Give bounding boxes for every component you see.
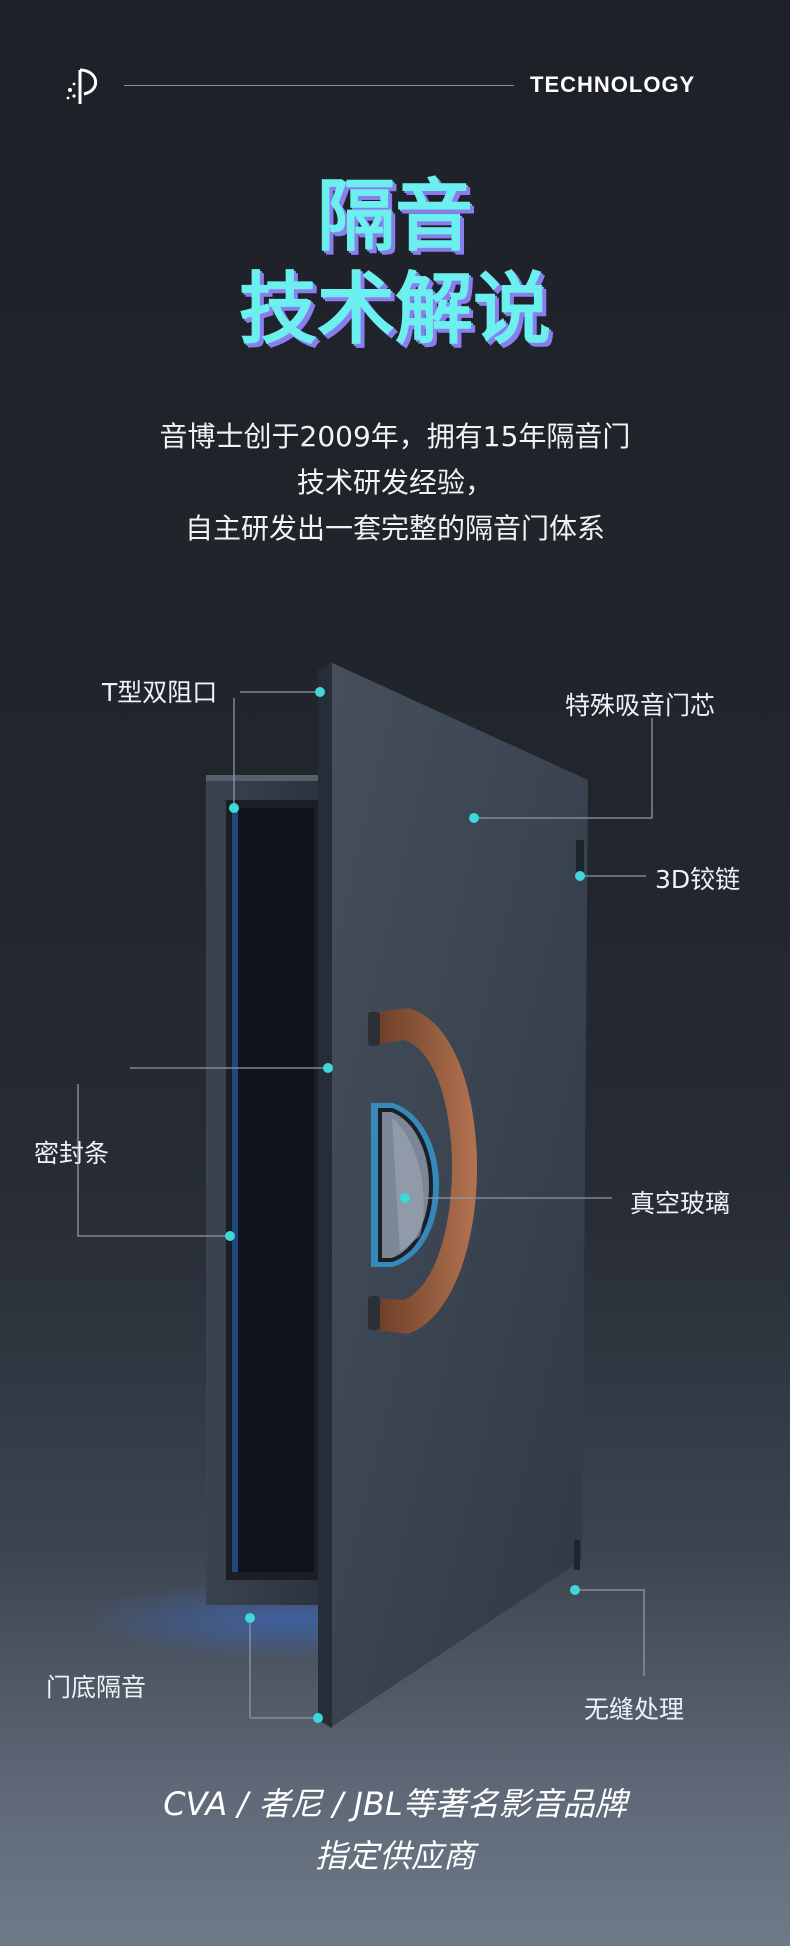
- vacuum-glass-window: [371, 1103, 439, 1267]
- page-title-line2: 技术解说: [238, 265, 551, 355]
- dot-bottom-frame: [245, 1613, 255, 1623]
- section-tag: TECHNOLOGY: [530, 72, 696, 97]
- dot-strip: [323, 1063, 333, 1073]
- dot-t-seal: [315, 687, 325, 697]
- footer-supplier: 指定供应商: [314, 1837, 475, 1875]
- dot-seamless: [570, 1585, 580, 1595]
- star-pen-logo-icon: [66, 68, 97, 104]
- callout-dots: [225, 687, 585, 1723]
- intro-line1: 音博士创于2009年，拥有15年隔音门: [159, 420, 631, 453]
- callout-strip: 密封条: [34, 1139, 110, 1168]
- callout-hinge: 3D铰链: [655, 865, 741, 894]
- callout-core: 特殊吸音门芯: [565, 691, 716, 720]
- dot-t-seal-frame: [229, 803, 239, 813]
- leader-seamless: [575, 1589, 645, 1676]
- dot-bottom: [313, 1713, 323, 1723]
- intro-line2: 技术研发经验，: [296, 466, 493, 499]
- header-divider: [124, 85, 514, 86]
- door-handle: [368, 1008, 477, 1334]
- dot-strip-frame: [225, 1231, 235, 1241]
- footer-brands: CVA / 者尼 / JBL等著名影音品牌: [163, 1785, 627, 1823]
- door-illustration: [77, 662, 653, 1728]
- door-frame: [206, 775, 336, 1605]
- intro-line3: 自主研发出一套完整的隔音门体系: [184, 512, 605, 545]
- dot-hinge: [575, 871, 585, 881]
- leader-lines: [77, 691, 653, 1719]
- callout-t-seal: T型双阻口: [102, 678, 218, 707]
- leader-core: [474, 718, 653, 819]
- callout-glass: 真空玻璃: [630, 1189, 731, 1218]
- page-title-line1: 隔音: [316, 172, 473, 262]
- dot-glass: [400, 1193, 410, 1203]
- dot-core: [469, 813, 479, 823]
- callout-seamless: 无缝处理: [584, 1695, 685, 1724]
- leader-strip-drop: [77, 1084, 230, 1237]
- callout-bottom: 门底隔音: [46, 1673, 147, 1702]
